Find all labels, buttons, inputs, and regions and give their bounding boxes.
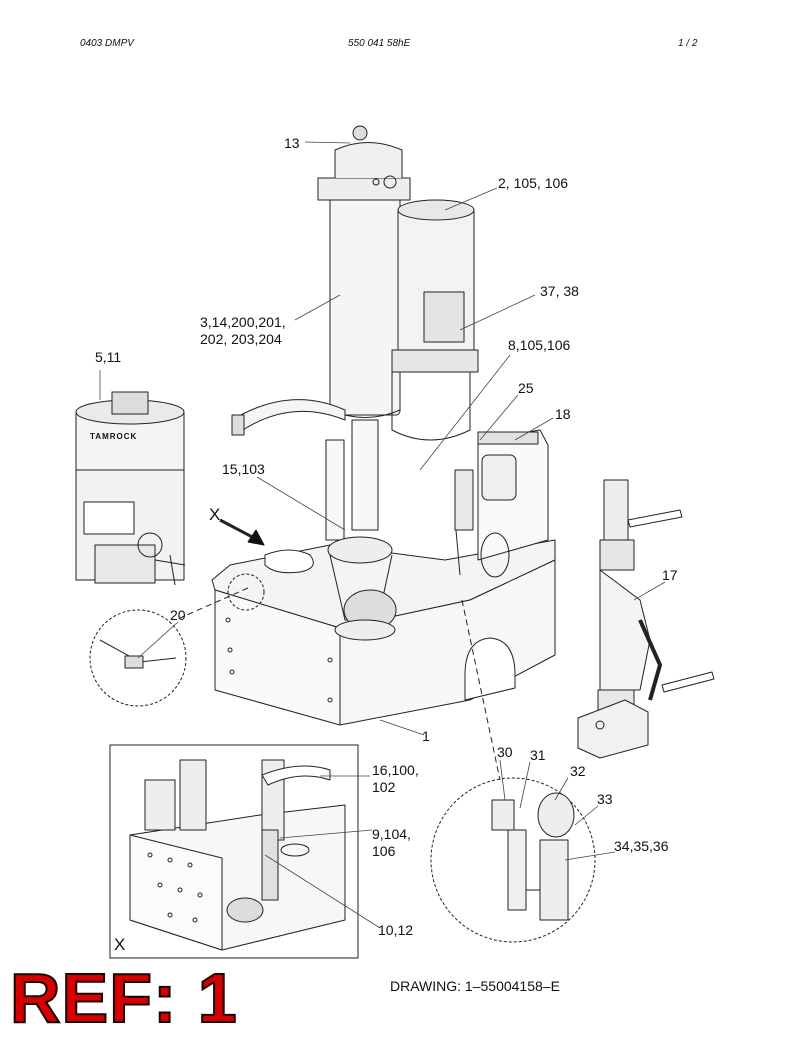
callout-8-105-106: 8,105,106 bbox=[508, 337, 571, 353]
callout-34-35-36: 34,35,36 bbox=[614, 838, 669, 854]
callout-3-14-200: 3,14,200,201, 202, 203,204 bbox=[200, 314, 286, 347]
accumulator-column bbox=[317, 125, 411, 541]
callout-10-12: 10,12 bbox=[378, 922, 414, 938]
pump-unit bbox=[327, 536, 397, 641]
tank-brand-label: TAMROCK bbox=[90, 432, 138, 441]
mounting-bracket bbox=[231, 399, 346, 433]
ball-valve-assembly bbox=[577, 479, 715, 759]
view-marker-x: X bbox=[209, 505, 221, 524]
callout-9-104-106: 9,104, 106 bbox=[372, 826, 411, 859]
electric-motor bbox=[391, 199, 479, 441]
callout-30: 30 bbox=[497, 744, 513, 760]
detail-circle-30-36 bbox=[430, 599, 596, 943]
detail-circle-20 bbox=[89, 587, 249, 707]
callout-20: 20 bbox=[170, 607, 186, 623]
callout-2-105-106: 2, 105, 106 bbox=[498, 175, 569, 191]
drawing-number: DRAWING: 1–55004158–E bbox=[390, 978, 560, 994]
callout-31: 31 bbox=[530, 747, 546, 763]
callout-18: 18 bbox=[555, 406, 571, 422]
header-doc-code: 0403 DMPV bbox=[80, 38, 134, 49]
detail-view-x bbox=[109, 744, 359, 959]
callout-32: 32 bbox=[570, 763, 586, 779]
callout-13: 13 bbox=[284, 135, 300, 151]
leader-lines bbox=[99, 141, 666, 929]
callout-16-100-102: 16,100, 102 bbox=[372, 762, 419, 795]
filter-assembly bbox=[454, 429, 549, 578]
callout-33: 33 bbox=[597, 791, 613, 807]
callout-17: 17 bbox=[662, 567, 678, 583]
callout-25: 25 bbox=[518, 380, 534, 396]
header-page-number: 1 / 2 bbox=[678, 38, 698, 49]
callout-37-38: 37, 38 bbox=[540, 283, 579, 299]
callout-1: 1 bbox=[422, 728, 430, 744]
frame-base bbox=[211, 539, 556, 726]
ref-stamp: REF: 1 bbox=[9, 959, 238, 1037]
callout-15-103: 15,103 bbox=[222, 461, 265, 477]
callout-5-11: 5,11 bbox=[95, 349, 122, 365]
header-part-number: 550 041 58hE bbox=[348, 38, 411, 49]
oil-tank bbox=[75, 391, 186, 586]
detail-view-label-x: X bbox=[114, 935, 126, 954]
